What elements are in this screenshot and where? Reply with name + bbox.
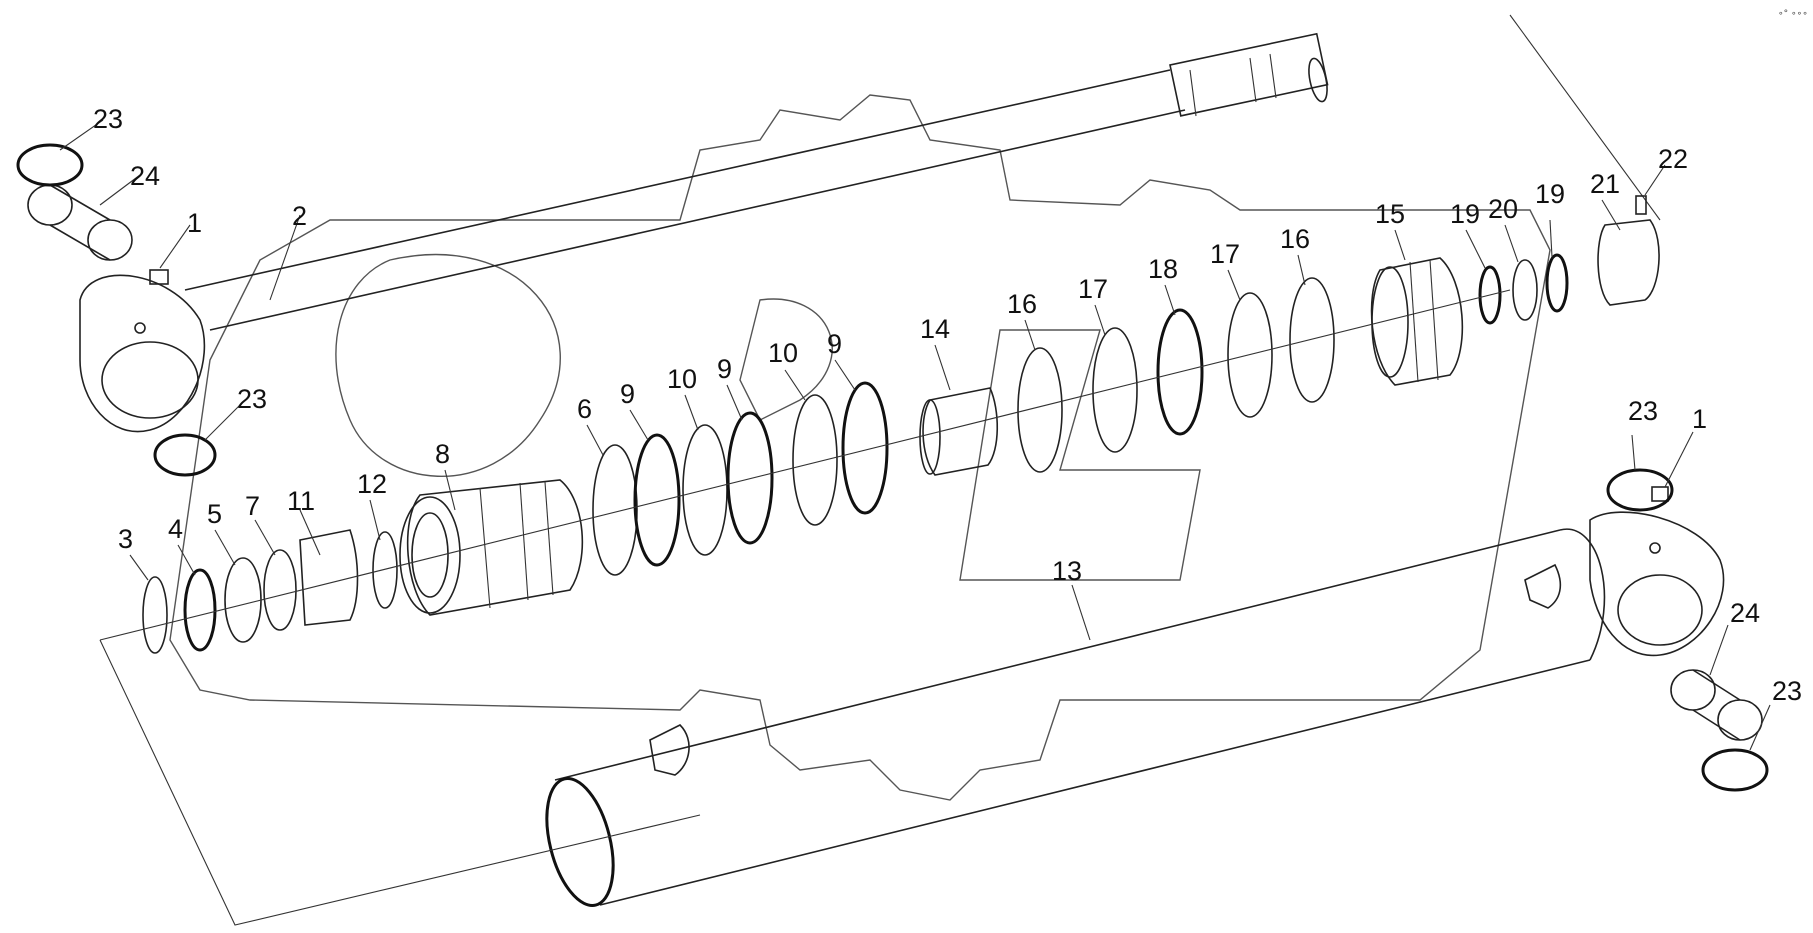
callout-label: 10	[768, 338, 798, 368]
piston	[1370, 257, 1464, 386]
barrel-eye	[1589, 468, 1769, 792]
callout-label: 24	[130, 161, 160, 191]
frame-line-left	[99, 639, 701, 926]
corner-mark: ∘° ∘∘∘	[1778, 9, 1808, 19]
gland-seals	[142, 529, 398, 654]
callout-label: 7	[245, 491, 260, 521]
callout-label: 10	[667, 364, 697, 394]
callout-label: 23	[1628, 396, 1658, 426]
center-line	[99, 289, 1511, 641]
cylinder-barrel	[545, 528, 1606, 907]
leader-lines	[59, 119, 1771, 751]
callout-label: 13	[1052, 556, 1082, 586]
callout-label: 12	[357, 469, 387, 499]
callout-label: 3	[118, 524, 133, 554]
callout-labels: 23 24 1 2 23 3 4 5 7 11 12 8 6 9 10 9 10…	[93, 104, 1802, 706]
callout-label: 17	[1210, 239, 1240, 269]
callout-label: 8	[435, 439, 450, 469]
rod-eye	[79, 269, 206, 433]
nut-and-orings	[1478, 195, 1660, 325]
callout-label: 15	[1375, 199, 1405, 229]
callout-label: 20	[1488, 194, 1518, 224]
callout-label: 23	[93, 104, 123, 134]
callout-label: 16	[1280, 224, 1310, 254]
callout-label: 2	[292, 201, 307, 231]
callout-label: 9	[827, 329, 842, 359]
callout-label: 1	[187, 208, 202, 238]
piston-rings	[919, 277, 1335, 476]
seal-rings	[592, 381, 889, 576]
callout-label: 21	[1590, 169, 1620, 199]
callout-label: 19	[1450, 199, 1480, 229]
callout-label: 19	[1535, 179, 1565, 209]
callout-label: 4	[168, 514, 183, 544]
watermark-gear	[169, 94, 1551, 801]
callout-label: 5	[207, 499, 222, 529]
callout-label: 14	[920, 314, 950, 344]
callout-label: 1	[1692, 404, 1707, 434]
callout-label: 11	[287, 486, 315, 516]
callout-label: 22	[1658, 144, 1688, 174]
callout-label: 23	[237, 384, 267, 414]
callout-label: 17	[1078, 274, 1108, 304]
gland-head	[399, 479, 584, 616]
callout-label: 9	[620, 379, 635, 409]
callout-label: 18	[1148, 254, 1178, 284]
callout-label: 9	[717, 354, 732, 384]
piston-rod	[184, 14, 1661, 331]
callout-label: 23	[1772, 676, 1802, 706]
bushing-left	[16, 143, 217, 477]
callout-label: 6	[577, 394, 592, 424]
callout-label: 16	[1007, 289, 1037, 319]
callout-label: 24	[1730, 598, 1760, 628]
